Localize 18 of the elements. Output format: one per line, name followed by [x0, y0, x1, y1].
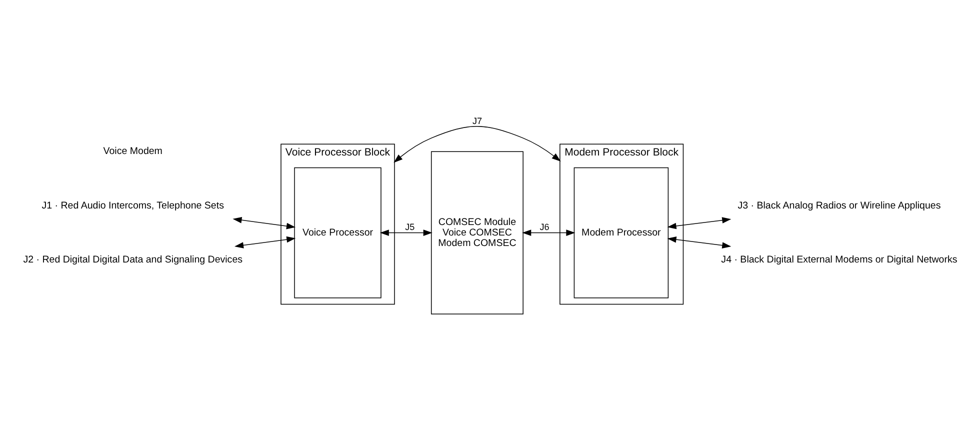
arrow — [380, 230, 432, 236]
arrow — [394, 126, 561, 163]
node-text: J2 · Red Digital Digital Data and Signaling Devices — [23, 254, 243, 266]
node-box: Voice Processor — [294, 167, 382, 298]
edge-label: J5 — [405, 222, 415, 232]
node-box: Modem Processor — [574, 167, 669, 298]
node-text: J1 · Red Audio Intercoms, Telephone Sets — [42, 200, 224, 212]
node-text: J3 · Black Analog Radios or Wireline Appliques — [738, 200, 941, 212]
arrow — [234, 236, 296, 248]
arrow — [232, 216, 296, 230]
node-text: J4 · Black Digital External Modems or Digital Networks — [721, 254, 958, 266]
arrow — [522, 230, 576, 236]
arrow — [667, 236, 732, 248]
node-box: COMSEC Module Voice COMSEC Modem COMSEC — [430, 151, 524, 314]
edge-label: J7 — [472, 116, 482, 126]
edge-label: J6 — [540, 222, 550, 232]
label: Voice Modem — [103, 146, 162, 158]
arrow — [667, 217, 732, 230]
